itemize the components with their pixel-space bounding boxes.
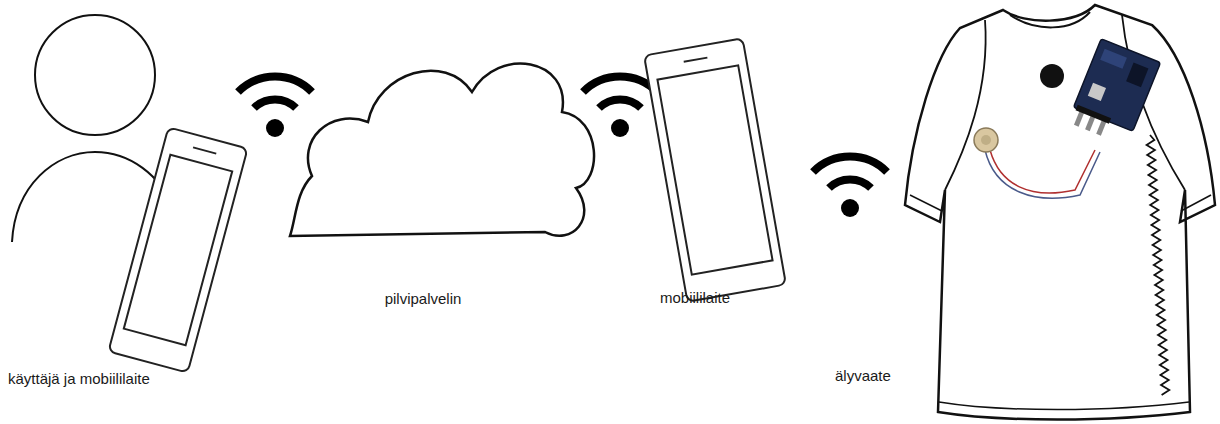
node-label: pilvipalvelin (385, 290, 462, 308)
node-label: mobiililaite (660, 289, 730, 307)
wifi-symbol (583, 77, 657, 137)
node-label: älyvaate (835, 367, 891, 385)
illustrated-node: pilvipalvelin (280, 40, 600, 310)
illustrated-node: mobiililaite (640, 25, 800, 310)
node-label: käyttäjä ja mobiililaite (8, 370, 150, 388)
wifi-symbol (238, 77, 312, 137)
illustrated-node: älyvaate (825, 0, 1220, 424)
wifi-symbol (813, 157, 887, 217)
illustrated-node: käyttäjä ja mobiililaite (0, 10, 245, 390)
